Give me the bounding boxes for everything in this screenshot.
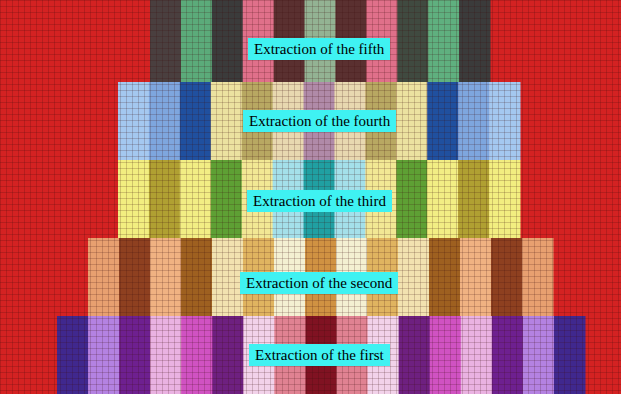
stage-label: Extraction of the second: [246, 274, 392, 292]
extraction-label: Extraction of the fifth: [248, 38, 390, 60]
extraction-label: Extraction of the second: [240, 272, 398, 294]
stage-label: Extraction of the fourth: [249, 112, 390, 130]
extraction-label: Extraction of the third: [247, 190, 392, 212]
extraction-label: Extraction of the fourth: [243, 110, 396, 132]
stage-label: Extraction of the third: [253, 192, 386, 210]
stage-label: Extraction of the first: [255, 346, 384, 364]
stage-label: Extraction of the fifth: [254, 40, 384, 58]
extraction-label: Extraction of the first: [249, 344, 390, 366]
